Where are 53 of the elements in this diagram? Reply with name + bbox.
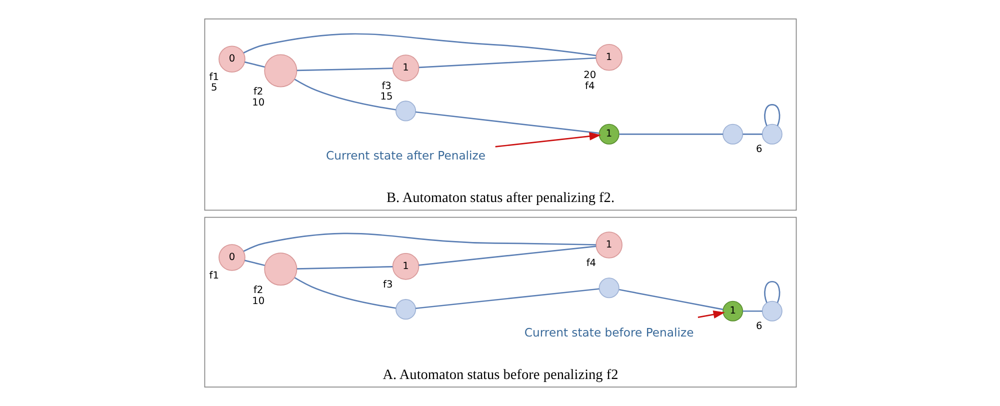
node-circle: 1 [598, 124, 619, 144]
node-label: 10 [252, 97, 264, 108]
node-label: f2 [252, 285, 263, 296]
connector [244, 260, 264, 266]
connector [742, 134, 762, 135]
node-circle: 0 [218, 46, 245, 73]
connector [418, 57, 596, 68]
node-circle: 0 [218, 244, 245, 271]
node-circle [598, 278, 619, 298]
arrow [697, 310, 724, 318]
connector [764, 104, 780, 126]
connector [415, 288, 599, 310]
connector [618, 288, 723, 310]
node-label: 6 [756, 320, 762, 332]
node-circle [264, 54, 297, 88]
node-circle [395, 299, 416, 320]
connector [294, 78, 396, 110]
node-label: 6 [756, 144, 762, 155]
node-circle: 1 [392, 54, 419, 82]
connector [244, 61, 264, 68]
node-label: 20 [583, 70, 596, 82]
connector [618, 134, 722, 135]
node-label: 15 [380, 92, 392, 103]
node-circle: 1 [595, 232, 622, 258]
node-label: 10 [252, 296, 264, 307]
connector [415, 111, 599, 134]
connector [764, 280, 780, 303]
node-circle [761, 124, 782, 144]
node-circle [264, 252, 297, 286]
node-label: 5 [210, 82, 217, 94]
node-circle [722, 124, 743, 144]
node-label: f3 [382, 279, 392, 290]
node-circle [395, 100, 416, 122]
arrow [494, 132, 601, 148]
node-text: Current state after Penalize [326, 148, 485, 163]
connector [742, 310, 762, 312]
node-circle: 1 [722, 300, 743, 322]
connector [418, 246, 596, 266]
connector [296, 68, 392, 72]
connector [294, 277, 396, 309]
node-circle: 1 [595, 44, 622, 71]
connector [296, 266, 392, 270]
node-circle: 1 [392, 253, 419, 280]
node-label: f1 [208, 72, 218, 83]
node-label: f3 [381, 80, 391, 92]
node-label: f4 [584, 80, 594, 92]
node-label: f4 [586, 258, 596, 269]
node-text: Current state before Penalize [524, 326, 694, 340]
node-label: f1 [208, 270, 218, 282]
node-label: f2 [252, 86, 263, 98]
connector [242, 33, 596, 56]
node-circle [761, 300, 782, 322]
connector [242, 232, 596, 252]
